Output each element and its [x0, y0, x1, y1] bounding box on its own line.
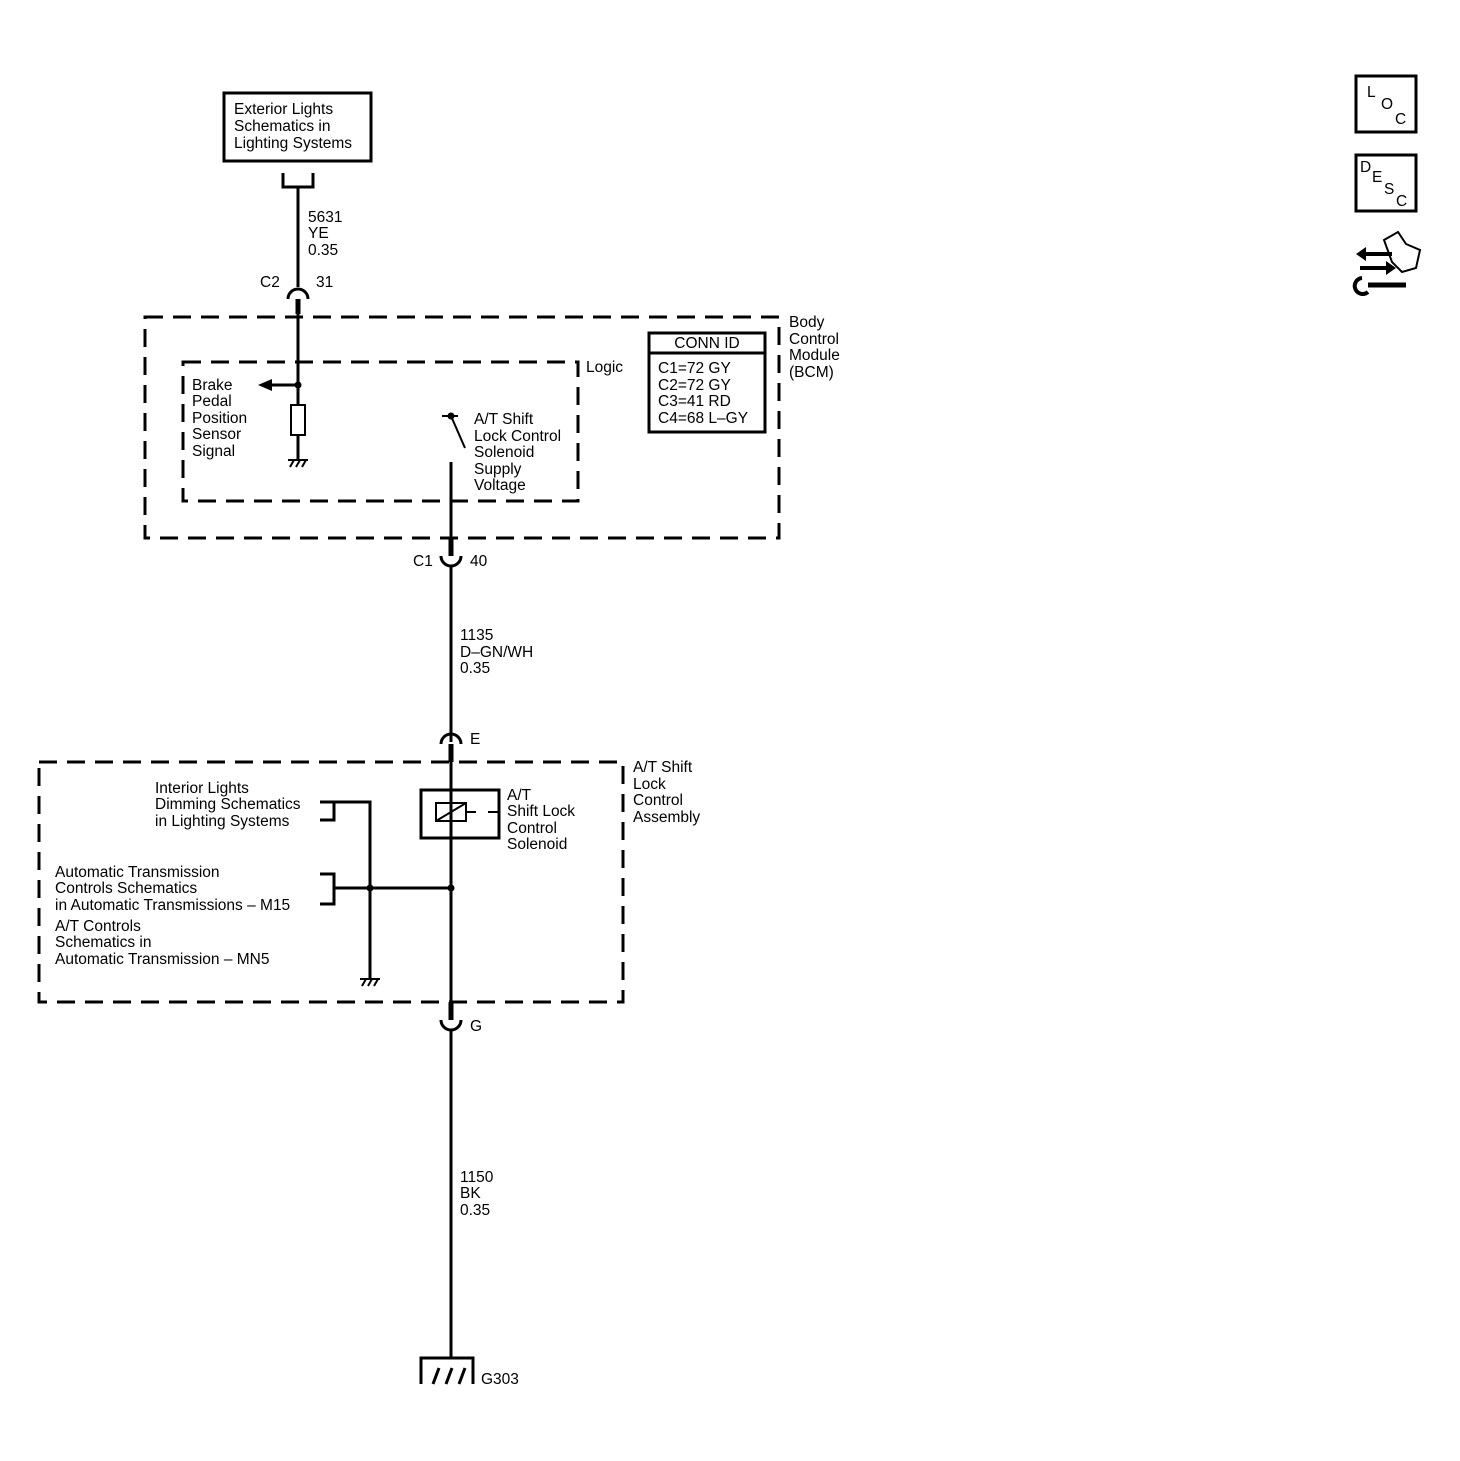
desc-button[interactable]: D E S C [1354, 153, 1418, 213]
wire-1150-size: 0.35 [460, 1202, 490, 1219]
wire-1150-circuit: 1150 [460, 1169, 494, 1186]
diagnostic-connector-icon[interactable] [1352, 230, 1422, 296]
shift-lock-assembly-label: A/T Shift Lock Control Assembly [633, 759, 700, 826]
wire-1135-size: 0.35 [460, 660, 490, 677]
bcm-label-line-1: Body [789, 314, 825, 331]
logic-boundary [181, 360, 580, 503]
desc-letter-c: C [1396, 193, 1407, 210]
desc-letter-e: E [1372, 169, 1382, 186]
logic-label: Logic [586, 359, 623, 376]
supply-switch-icon [442, 412, 466, 449]
supply-label-line-3: Solenoid [474, 444, 534, 461]
trans-ref-line-1: Automatic Transmission [55, 864, 220, 881]
assembly-label-line-2: Lock [633, 776, 666, 793]
assembly-label-line-3: Control [633, 792, 683, 809]
interior-ref-line-1: Interior Lights [155, 780, 249, 797]
wire-5631-color: YE [308, 225, 329, 242]
bcm-label: Body Control Module (BCM) [789, 314, 840, 381]
solenoid-label-line-1: A/T [507, 787, 532, 804]
supply-label-line-2: Lock Control [474, 428, 561, 445]
bcm-boundary [143, 315, 781, 540]
trans-ref-line-3: in Automatic Transmissions – M15 [55, 897, 290, 914]
ground-g303-icon [419, 1356, 475, 1385]
wire-5631-circuit: 5631 [308, 209, 342, 226]
signal-arrow-icon [258, 379, 272, 391]
supply-label-line-5: Voltage [474, 477, 526, 494]
top-ref-line-3: Lighting Systems [234, 135, 352, 152]
conn-id-row-1: C1=72 GY [658, 360, 731, 377]
reference-bracket [281, 173, 315, 189]
wire-5631-size: 0.35 [308, 242, 338, 259]
supply-label-line-4: Supply [474, 461, 522, 478]
connector-c1-name: C1 [413, 553, 433, 570]
connector-g: G [439, 1002, 482, 1035]
wire-1135-circuit: 1135 [460, 627, 493, 644]
bcm-label-line-2: Control [789, 331, 839, 348]
conn-id-row-4: C4=68 L–GY [658, 410, 748, 427]
connector-c2-pin: 31 [316, 274, 333, 291]
connector-c1: C1 40 [413, 538, 488, 570]
pull-down-resistor [290, 404, 306, 436]
desc-letter-d: D [1360, 159, 1371, 176]
at-controls-reference[interactable]: A/T Controls Schematics in Automatic Tra… [55, 918, 270, 968]
interior-ref-line-2: Dimming Schematics [155, 796, 301, 813]
bcm-label-line-3: Module [789, 347, 840, 364]
solenoid-supply-label: A/T Shift Lock Control Solenoid Supply V… [474, 411, 561, 494]
connector-e: E [439, 731, 480, 762]
assembly-label-line-1: A/T Shift [633, 759, 693, 776]
brake-label-line-1: Brake [192, 377, 233, 394]
brake-label-line-4: Sensor [192, 426, 241, 443]
connector-c2-name: C2 [260, 274, 280, 291]
trans-ref-bracket [320, 872, 336, 906]
lamp-ground-icon [360, 978, 380, 987]
trans-ref2-line-1: A/T Controls [55, 918, 141, 935]
brake-label-line-5: Signal [192, 443, 235, 460]
conn-id-table: CONN ID C1=72 GY C2=72 GY C3=41 RD C4=68… [647, 331, 767, 434]
ground-g303-label: G303 [481, 1371, 519, 1388]
trans-ref2-line-3: Automatic Transmission – MN5 [55, 951, 270, 968]
interior-ref-line-3: in Lighting Systems [155, 813, 290, 830]
top-ref-line-1: Exterior Lights [234, 101, 333, 118]
desc-letter-s: S [1384, 181, 1394, 198]
conn-id-row-2: C2=72 GY [658, 377, 731, 394]
brake-label-line-2: Pedal [192, 393, 232, 410]
assembly-label-line-4: Assembly [633, 809, 700, 826]
solenoid-label-line-2: Shift Lock [507, 803, 575, 820]
solenoid-label: A/T Shift Lock Control Solenoid [507, 787, 575, 853]
trans-ref-line-2: Controls Schematics [55, 880, 197, 897]
exterior-lights-reference[interactable]: Exterior Lights Schematics in Lighting S… [222, 91, 373, 163]
connector-c2: C2 31 [260, 274, 333, 314]
conn-id-row-3: C3=41 RD [658, 393, 731, 410]
connector-c1-pin: 40 [470, 553, 488, 570]
connector-e-pin: E [470, 731, 480, 748]
shift-lock-solenoid [419, 788, 501, 840]
loc-letter-o: O [1381, 96, 1393, 113]
bcm-label-line-4: (BCM) [789, 364, 834, 381]
interior-ref-bracket [320, 800, 336, 822]
solenoid-label-line-4: Solenoid [507, 836, 567, 853]
internal-ground-icon [288, 459, 308, 468]
wire-1135-color: D–GN/WH [460, 644, 533, 661]
wire-1150-color: BK [460, 1185, 481, 1202]
brake-signal-label: Brake Pedal Position Sensor Signal [192, 377, 247, 460]
connector-g-pin: G [470, 1018, 482, 1035]
conn-id-title: CONN ID [674, 335, 739, 352]
supply-label-line-1: A/T Shift [474, 411, 534, 428]
transmission-controls-reference[interactable]: Automatic Transmission Controls Schemati… [55, 864, 290, 914]
top-ref-line-2: Schematics in [234, 118, 330, 135]
loc-letter-c: C [1395, 111, 1406, 128]
solenoid-label-line-3: Control [507, 820, 557, 837]
interior-lights-reference[interactable]: Interior Lights Dimming Schematics in Li… [155, 780, 301, 830]
brake-label-line-3: Position [192, 410, 247, 427]
loc-button[interactable]: L O C [1354, 74, 1418, 134]
trans-ref2-line-2: Schematics in [55, 934, 151, 951]
shift-lock-assembly-boundary [37, 760, 625, 1004]
loc-letter-l: L [1367, 84, 1376, 101]
